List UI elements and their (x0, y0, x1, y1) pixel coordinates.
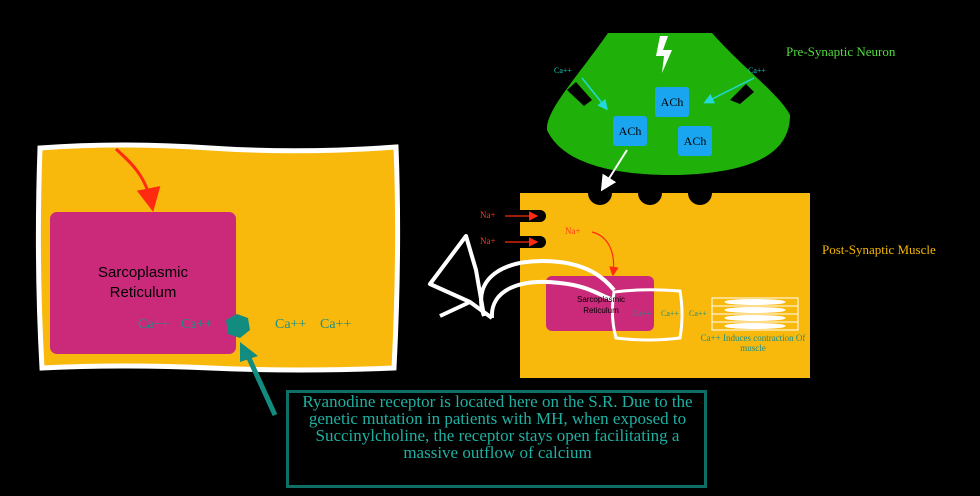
large-sr-label: Sarcoplasmic Reticulum (97, 264, 189, 301)
note-box (286, 390, 707, 488)
ca-muscle-label: Ca++ (633, 309, 651, 318)
post-synaptic-muscle (505, 193, 810, 378)
na-label: Na+ (480, 210, 496, 220)
ca-label-right: Ca++ (748, 66, 766, 75)
curved-arrow-icon (428, 234, 616, 320)
ca-muscle-label: Ca++ (689, 309, 707, 318)
ach-vesicle: ACh (678, 126, 712, 156)
ca-large-label: Ca++ (320, 317, 352, 332)
small-sr-label: Sarcoplasmic Reticulum (576, 295, 625, 315)
post-synaptic-label: Post-Synaptic Muscle (822, 242, 936, 257)
ca-large-label: Ca++ (181, 317, 213, 332)
ach-vesicle: ACh (655, 87, 689, 117)
contraction-label: Ca++ Induces contraction Of muscle (700, 333, 806, 353)
zoom-muscle-panel (35, 142, 401, 373)
red-pointer-arrow (114, 147, 161, 212)
na-label: Na+ (480, 236, 496, 246)
large-sarcoplasmic-reticulum (50, 212, 236, 354)
ca-label-left: Ca++ (554, 66, 572, 75)
teal-arrow-icon (240, 342, 278, 417)
lightning-bolt-icon (656, 36, 672, 73)
note-text: Ryanodine receptor is located here on th… (302, 392, 693, 462)
pre-synaptic-label: Pre-Synaptic Neuron (786, 44, 896, 59)
ca-large-label: Ca++ (275, 317, 307, 332)
ca-muscle-label: Ca++ (661, 309, 679, 318)
ach-vesicle: ACh (613, 116, 647, 146)
ca-large-label: Ca++ (138, 317, 170, 332)
hexagon-receptor-icon (226, 314, 250, 338)
na-label: Na+ (565, 226, 581, 236)
